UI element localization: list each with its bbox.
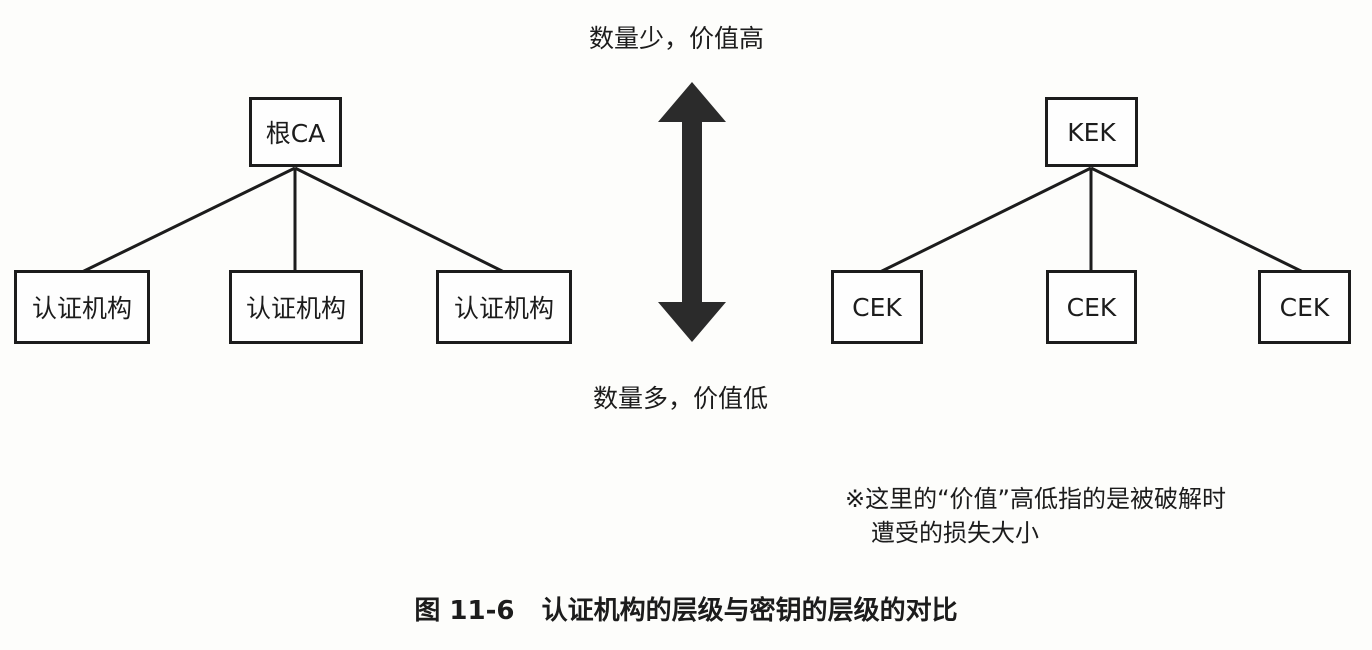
figure-caption: 图 11-6 认证机构的层级与密钥的层级的对比 — [414, 596, 958, 626]
left-tree-connector-1 — [81, 166, 296, 274]
cek-node: CEK — [1046, 270, 1137, 344]
value-note-line-2: 遭受的损失大小 — [871, 519, 1039, 547]
arrow-top-label: 数量少，价值高 — [589, 24, 765, 53]
certificate-authority-node: 认证机构 — [436, 270, 572, 344]
certificate-authority-node: 认证机构 — [229, 270, 363, 344]
left-tree-connector-3 — [294, 166, 505, 274]
double-arrow-icon — [658, 82, 726, 342]
cek-node: CEK — [1258, 270, 1351, 344]
value-note-line-1: ※这里的“价值”高低指的是被破解时 — [845, 485, 1226, 513]
root-ca-node: 根CA — [249, 97, 342, 167]
cek-node: CEK — [831, 270, 923, 344]
arrow-bottom-label: 数量多，价值低 — [593, 384, 769, 413]
value-note: ※这里的“价值”高低指的是被破解时 遭受的损失大小 — [845, 482, 1226, 550]
right-tree-connector-1 — [879, 166, 1092, 274]
right-tree-connector-3 — [1090, 166, 1304, 274]
kek-node: KEK — [1045, 97, 1138, 167]
certificate-authority-node: 认证机构 — [14, 270, 150, 344]
